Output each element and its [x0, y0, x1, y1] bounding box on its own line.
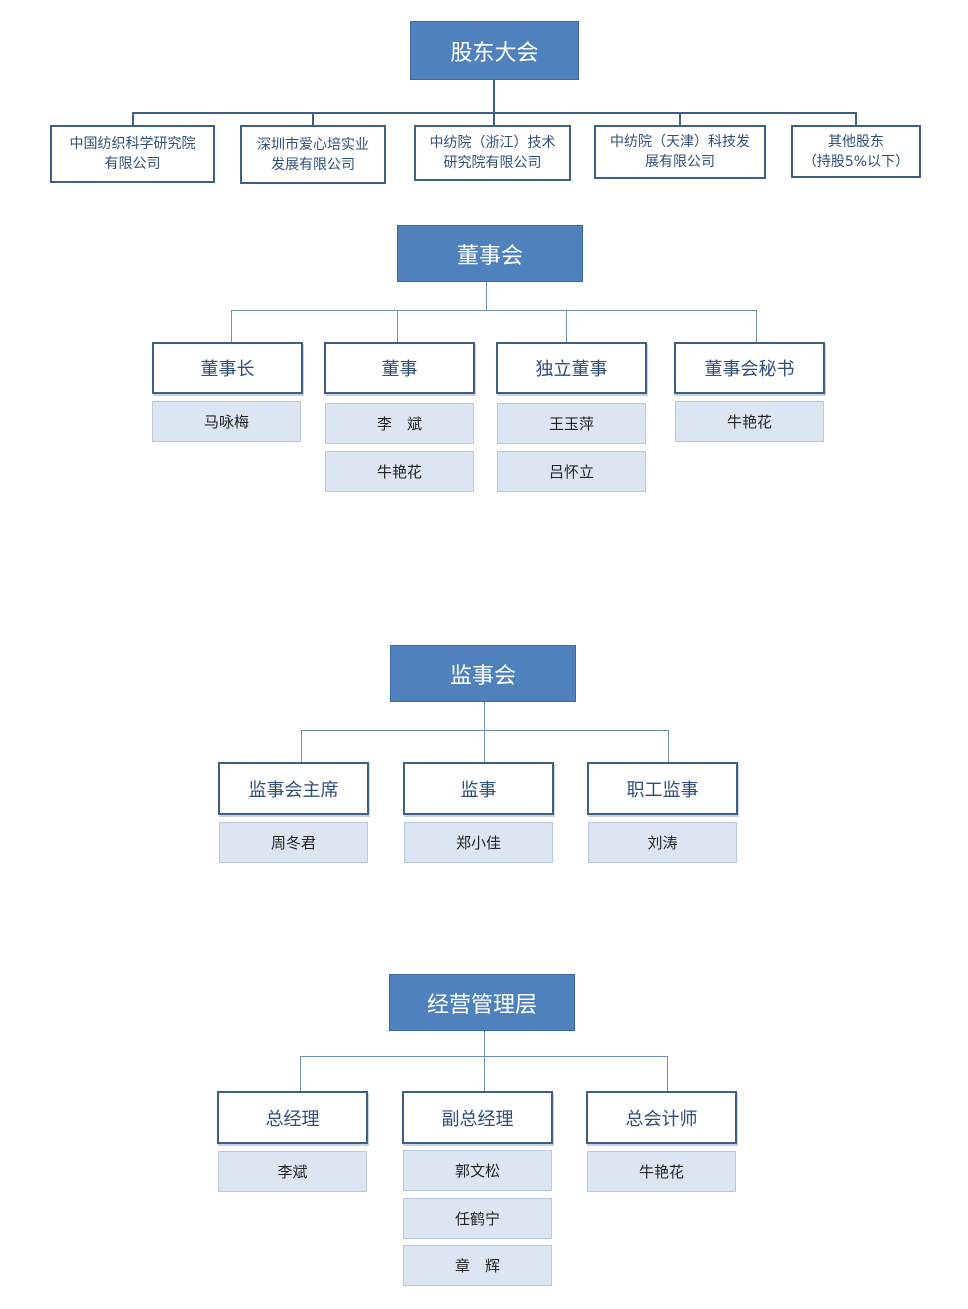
shareholder-name-line2: 发展有限公司 [271, 156, 355, 173]
person-box: 郑小佳 [404, 822, 553, 863]
person-box: 周冬君 [219, 822, 368, 863]
person-box: 章 辉 [403, 1245, 552, 1286]
person-box: 刘涛 [588, 822, 737, 863]
shareholder-box: 其他股东 （持股5%以下） [791, 125, 921, 178]
person-box: 王玉萍 [497, 403, 646, 444]
shareholder-box: 深圳市爱心培实业发展有限公司 [240, 125, 386, 184]
connector [397, 310, 398, 343]
person-box: 郭文松 [403, 1150, 552, 1191]
person-box: 牛艳花 [587, 1151, 736, 1192]
supervisor-role-chairman: 监事会主席 [218, 762, 369, 815]
management-role-deputy-general-manager: 副总经理 [402, 1091, 553, 1144]
shareholder-name-line2: 研究院有限公司 [443, 155, 542, 171]
board-role-director: 董事 [324, 342, 475, 394]
shareholder-name-line2: 展有限公司 [645, 154, 715, 170]
connector [855, 112, 857, 126]
connector [484, 702, 485, 763]
connector [667, 1056, 668, 1092]
shareholder-name-line2: 有限公司 [104, 156, 161, 172]
management-role-general-manager: 总经理 [217, 1091, 368, 1144]
connector [486, 282, 487, 310]
person-box: 马咏梅 [152, 401, 301, 442]
connector [493, 80, 495, 113]
board-role-independent-director: 独立董事 [496, 342, 647, 394]
board-title: 董事会 [397, 225, 583, 282]
connector [312, 112, 314, 126]
person-box: 李 斌 [325, 403, 474, 444]
connector [300, 1056, 668, 1057]
shareholder-name-line1: 深圳市爱心培实业 [257, 136, 369, 153]
shareholder-name-line2: （持股5%以下） [802, 153, 910, 170]
connector [566, 310, 567, 343]
board-role-secretary: 董事会秘书 [674, 342, 825, 394]
connector [301, 730, 302, 763]
connector [301, 730, 669, 731]
shareholder-box: 中纺院（浙江）技术研究院有限公司 [414, 125, 571, 181]
person-box: 牛艳花 [675, 401, 824, 442]
shareholder-name-line1: 其他股东 [828, 133, 884, 150]
connector [231, 310, 232, 343]
person-box: 牛艳花 [325, 451, 474, 492]
connector [668, 730, 669, 763]
shareholder-name-line1: 中纺院（天津）科技发 [610, 134, 750, 150]
connector [756, 310, 757, 343]
person-box: 任鹤宁 [403, 1198, 552, 1239]
shareholders-meeting-title: 股东大会 [410, 21, 579, 80]
management-title: 经营管理层 [389, 974, 575, 1031]
person-box: 吕怀立 [497, 451, 646, 492]
connector [231, 310, 757, 311]
person-box: 李斌 [218, 1151, 367, 1192]
management-role-chief-accountant: 总会计师 [586, 1091, 737, 1144]
connector [132, 112, 134, 126]
connector [493, 112, 495, 126]
supervisor-role-supervisor: 监事 [403, 762, 554, 815]
shareholder-box: 中纺院（天津）科技发展有限公司 [594, 125, 766, 179]
shareholder-name-line1: 中纺院（浙江）技术 [429, 135, 556, 151]
connector [300, 1056, 301, 1092]
board-role-chairman: 董事长 [152, 342, 303, 394]
shareholder-name-line1: 中国纺织科学研究院 [69, 136, 196, 152]
supervisors-title: 监事会 [390, 645, 576, 702]
shareholder-box: 中国纺织科学研究院有限公司 [50, 125, 215, 183]
connector [679, 112, 681, 126]
connector [484, 1031, 485, 1092]
supervisor-role-employee-supervisor: 职工监事 [587, 762, 738, 815]
